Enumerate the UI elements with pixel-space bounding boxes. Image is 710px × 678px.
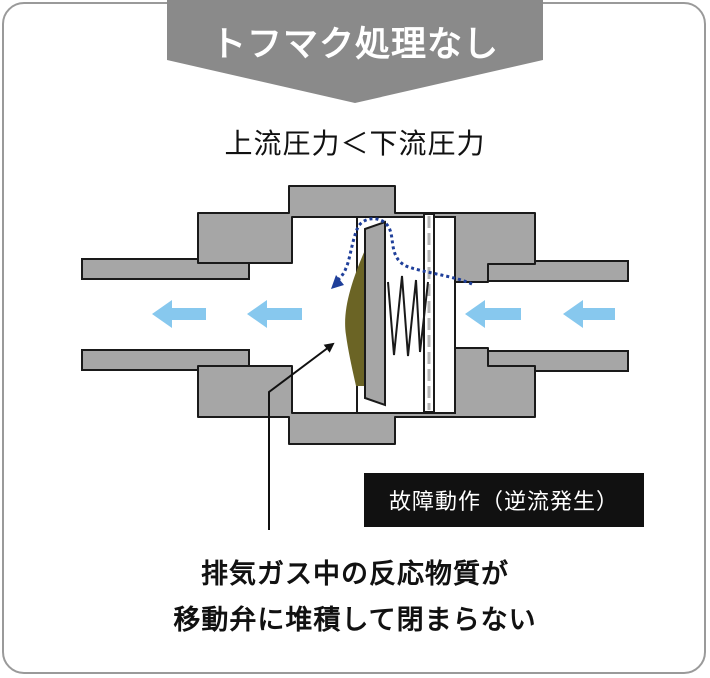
- flow-arrow-left-icon: [563, 300, 615, 328]
- flow-arrow-left-icon: [247, 300, 302, 328]
- movable-valve-plate: [364, 220, 386, 407]
- caption-line-1: 排気ガス中の反応物質が: [201, 559, 509, 590]
- backflow-arrow-icon: [331, 275, 344, 289]
- flow-arrow-left-icon: [152, 300, 206, 328]
- title-text: トフマク処理なし: [210, 25, 499, 65]
- deposit-buildup: [345, 250, 366, 386]
- pointer-arrow-icon: [268, 342, 335, 530]
- backflow-path: [334, 217, 473, 286]
- status-label: 故障動作（逆流発生）: [364, 473, 644, 527]
- spring-icon: [387, 275, 429, 357]
- flow-arrows: [152, 300, 615, 328]
- title-banner: トフマク処理なし: [167, 0, 543, 103]
- pressure-condition-text: 上流圧力＜下流圧力: [224, 127, 486, 160]
- flow-arrow-left-icon: [465, 300, 521, 328]
- caption-line-2: 移動弁に堆積して閉まらない: [173, 605, 537, 636]
